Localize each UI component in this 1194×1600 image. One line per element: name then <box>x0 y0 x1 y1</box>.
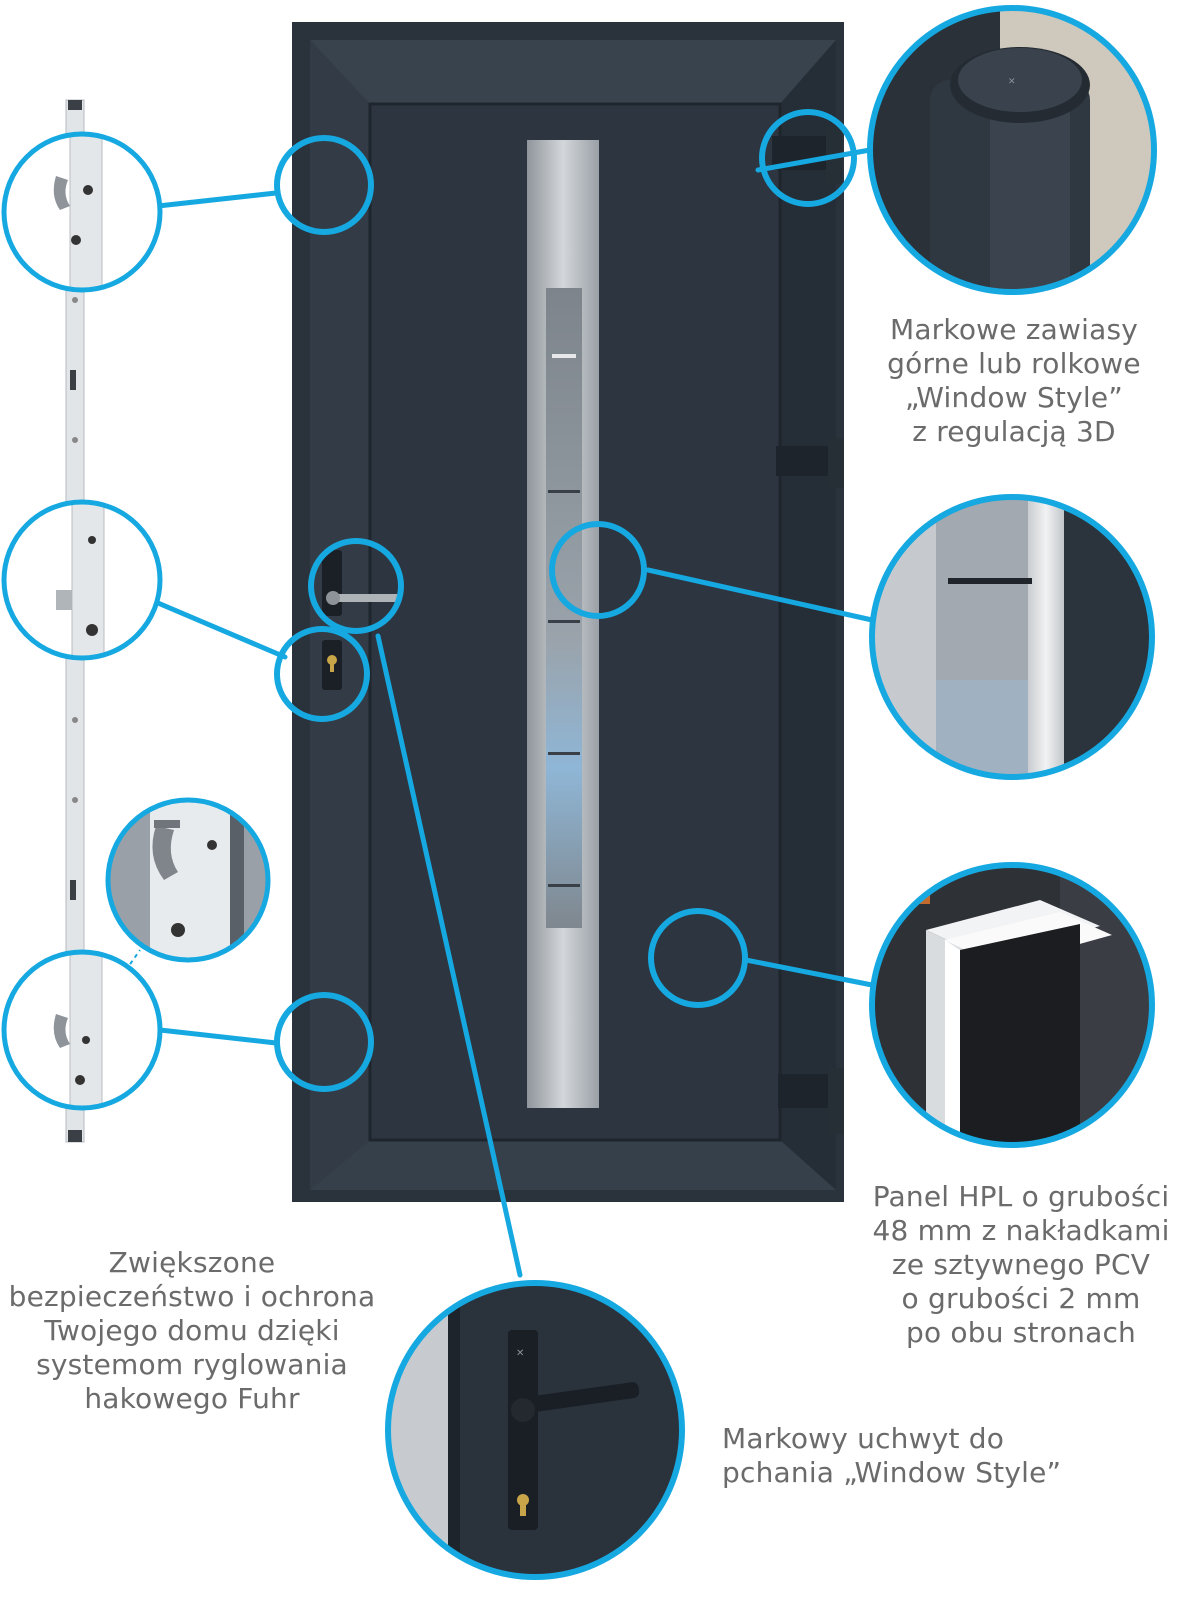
zoom-lock-hook <box>105 797 271 963</box>
caption-panel: Panel HPL o grubości 48 mm z nakładkami … <box>858 1180 1184 1350</box>
middle-hinge <box>776 438 844 488</box>
caption-hinges: Markowe zawiasy górne lub rolkowe „Windo… <box>874 313 1154 449</box>
ring-handle <box>308 538 404 634</box>
ring-glass <box>549 521 647 619</box>
zoom-hinge: ✕ <box>867 5 1157 295</box>
ring-top-hinge <box>759 109 857 207</box>
caption-hinges-line4: z regulacją 3D <box>912 415 1116 448</box>
door <box>292 22 844 1202</box>
caption-hinges-line2: górne lub rolkowe <box>887 347 1141 380</box>
highlight-rings <box>274 109 857 1092</box>
caption-handle: Markowy uchwyt do pchania „Window Style” <box>722 1422 1082 1490</box>
ring-panel <box>648 908 748 1008</box>
caption-locking: Zwiększone bezpieczeństwo i ochrona Twoj… <box>6 1246 378 1416</box>
door-lock-cylinder <box>322 640 342 690</box>
caption-hinges-line1: Markowe zawiasy <box>889 313 1139 346</box>
caption-panel-line2: 48 mm z nakładkami <box>872 1214 1170 1247</box>
zoom-lock-middle <box>1 499 163 661</box>
door-frame-bevel <box>310 40 836 104</box>
caption-handle-line2: pchania „Window Style” <box>722 1456 1062 1489</box>
bottom-hinge <box>778 1068 844 1134</box>
caption-locking-line1: Zwiększone <box>108 1246 276 1279</box>
svg-text:✕: ✕ <box>516 1348 524 1359</box>
ring-lock <box>274 626 370 722</box>
zoom-panel <box>869 862 1155 1148</box>
caption-locking-line4: systemom ryglowania <box>36 1348 348 1381</box>
caption-panel-line3: ze sztywnego PCV <box>891 1248 1151 1281</box>
ring-frame-bottom <box>274 992 374 1092</box>
zoom-lock-bottom <box>1 949 163 1111</box>
svg-text:✕: ✕ <box>1008 77 1016 87</box>
caption-locking-line3: Twojego domu dzięki <box>44 1314 340 1347</box>
caption-hinges-line3: „Window Style” <box>905 381 1123 414</box>
zoom-glass <box>869 494 1155 780</box>
ring-frame-top <box>274 135 374 235</box>
caption-handle-line1: Markowy uchwyt do <box>722 1422 1005 1455</box>
zoom-handle: ✕ <box>385 1280 685 1580</box>
door-handle <box>322 550 400 616</box>
caption-panel-line1: Panel HPL o grubości <box>872 1180 1170 1213</box>
zoom-lock-top <box>1 131 163 293</box>
caption-panel-line4: o grubości 2 mm <box>901 1282 1141 1315</box>
caption-locking-line5: hakowego Fuhr <box>84 1382 300 1415</box>
caption-locking-line2: bezpieczeństwo i ochrona <box>8 1280 376 1313</box>
caption-panel-line5: po obu stronach <box>906 1316 1136 1349</box>
